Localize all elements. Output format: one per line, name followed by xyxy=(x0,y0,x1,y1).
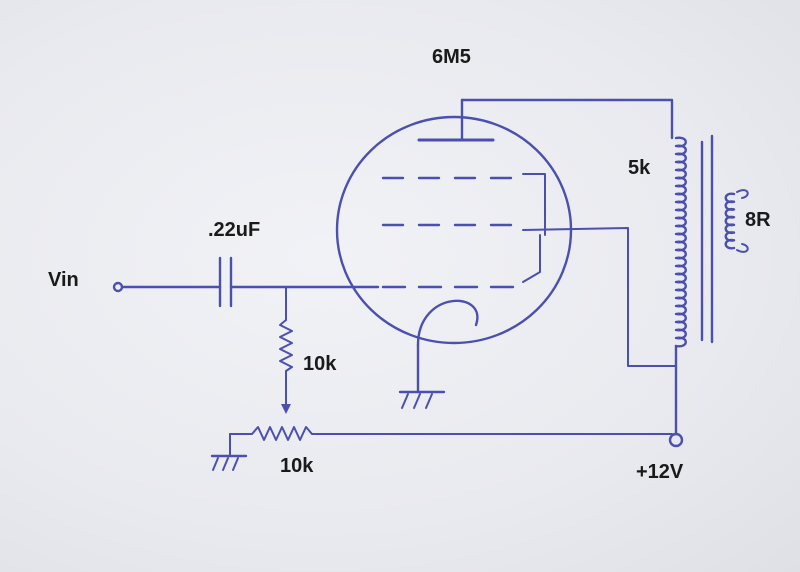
capacitor-label: .22uF xyxy=(208,219,261,241)
transformer-primary-coil xyxy=(674,136,687,348)
transformer-core xyxy=(700,134,714,344)
ground-symbol-cathode xyxy=(398,390,446,409)
suppressor-link xyxy=(522,173,546,236)
plate-wire xyxy=(460,98,674,140)
grid-link xyxy=(522,234,541,283)
screen-supply-wire xyxy=(522,227,677,367)
speaker-label: 8R xyxy=(745,209,771,231)
primary-label: 5k xyxy=(628,157,651,179)
supply-terminal xyxy=(668,432,684,448)
secondary-leads xyxy=(736,189,749,253)
transformer-secondary-coil xyxy=(724,192,736,250)
input-label: Vin xyxy=(48,269,79,291)
potentiometer xyxy=(229,426,673,441)
tube-cathode xyxy=(416,299,479,394)
ground-symbol-pot xyxy=(210,433,248,471)
potentiometer-label: 10k xyxy=(280,455,314,477)
tube-plate xyxy=(417,98,495,142)
wiper-arrow xyxy=(281,404,291,414)
supply-label: +12V xyxy=(636,461,684,483)
tube-label: 6M5 xyxy=(432,46,471,68)
grid-resistor-label: 10k xyxy=(303,353,337,375)
coupling-capacitor xyxy=(218,256,233,308)
grid-resistor xyxy=(279,286,293,414)
